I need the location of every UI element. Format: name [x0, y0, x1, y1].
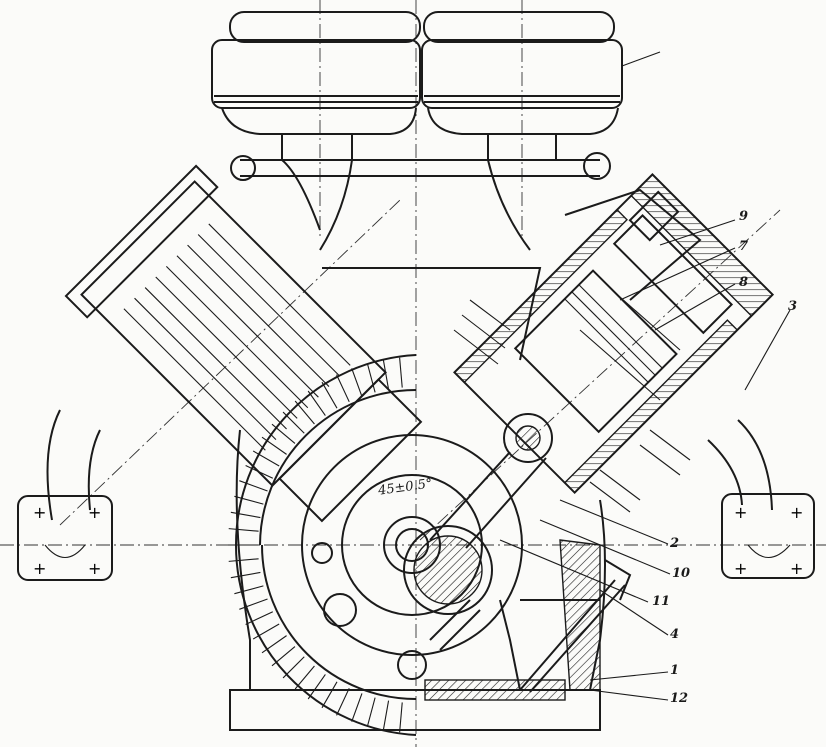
- fan-rib: [234, 495, 264, 505]
- svg-text:+: +: [88, 503, 101, 522]
- cylinder-fins: [453, 299, 691, 513]
- callout-9: 9: [739, 209, 749, 224]
- fan-rib: [321, 681, 338, 709]
- fan-rib: [252, 623, 280, 640]
- svg-text:+: +: [734, 559, 747, 578]
- svg-text:+: +: [790, 559, 803, 578]
- fan-rib: [271, 646, 296, 667]
- fan-rib: [382, 700, 390, 731]
- fan-rib: [307, 674, 326, 700]
- fan-rib: [336, 687, 350, 716]
- fan-rib: [399, 357, 403, 388]
- manifold-tube: [230, 152, 611, 181]
- fan-rib: [382, 359, 390, 390]
- fan-rib: [282, 656, 305, 679]
- air-filter-right: [421, 11, 661, 135]
- callout-7: 7: [739, 239, 749, 254]
- fan-rib: [307, 390, 326, 416]
- svg-text:+: +: [33, 503, 46, 522]
- svg-text:+: +: [734, 503, 747, 522]
- fan-rib: [261, 436, 287, 455]
- svg-text:+: +: [33, 559, 46, 578]
- callout-11: 11: [652, 594, 671, 609]
- callout-1: 1: [670, 663, 680, 678]
- fan-rib: [336, 374, 350, 403]
- svg-text:+: +: [88, 559, 101, 578]
- callout-10: 10: [672, 566, 691, 581]
- right-outlet-pipe: + + + +: [707, 419, 815, 579]
- fan-rib: [252, 450, 280, 467]
- fan-rib: [245, 465, 274, 479]
- valve-block: [564, 188, 702, 401]
- fan-rib: [228, 528, 259, 532]
- fan-rib: [234, 585, 264, 595]
- connecting-rod: [403, 413, 553, 651]
- fan-rib: [351, 693, 363, 722]
- fan-rib: [230, 511, 261, 519]
- fan-rib: [294, 665, 315, 690]
- filter-necks: [281, 134, 557, 251]
- callout-2: 2: [670, 536, 680, 551]
- fan-rib: [294, 400, 315, 425]
- fan-rib: [351, 368, 363, 397]
- left-cylinder: [64, 164, 423, 523]
- callout-3: 3: [788, 299, 798, 314]
- fan-rib: [239, 598, 268, 610]
- right-cylinder-section: [453, 173, 775, 495]
- callout-4: 4: [670, 627, 680, 642]
- air-filter-left: [211, 11, 421, 135]
- left-outlet-pipe: + + + +: [17, 409, 113, 581]
- callout-8: 8: [739, 275, 749, 290]
- fan-rib: [271, 423, 296, 444]
- fan-rib: [366, 697, 376, 727]
- fan-rib: [366, 363, 376, 393]
- fan-rib: [245, 611, 274, 625]
- svg-text:+: +: [790, 503, 803, 522]
- fan-rib: [239, 480, 268, 492]
- fan-rib: [261, 635, 287, 654]
- callout-12: 12: [670, 691, 689, 706]
- fan-rib: [321, 381, 338, 409]
- crankcase: [229, 267, 606, 731]
- fan-rib: [230, 571, 261, 579]
- fan-rib: [228, 558, 259, 562]
- leader-lines: [499, 219, 791, 701]
- fan-rib: [282, 411, 305, 434]
- fan-rib: [399, 702, 403, 733]
- flywheel-fan: [228, 354, 523, 736]
